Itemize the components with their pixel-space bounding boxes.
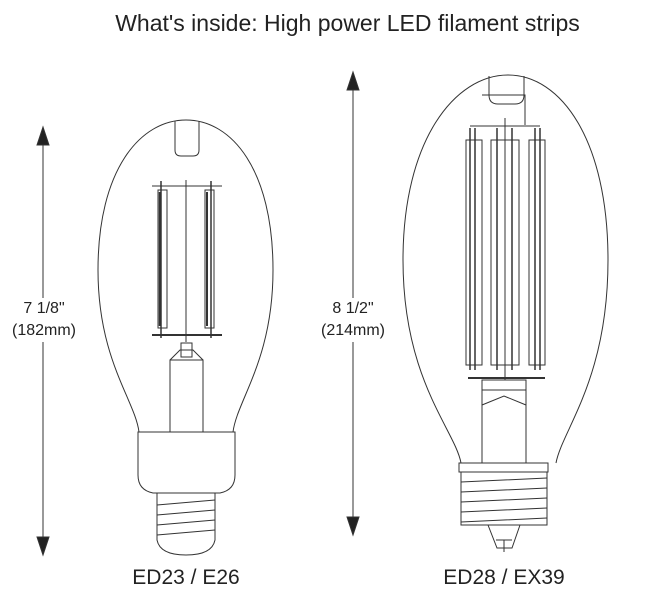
height-mm: (214mm) xyxy=(320,322,385,339)
page-title: What's inside: High power LED filament s… xyxy=(115,10,580,36)
dimension-label-small: 7 1/8" (182mm) xyxy=(3,298,85,342)
height-mm: (182mm) xyxy=(11,322,76,339)
model-label-ed23: ED23 / E26 xyxy=(132,566,240,589)
bulb-ed28 xyxy=(402,74,609,552)
height-inches: 8 1/2" xyxy=(332,300,374,317)
dimension-label-large: 8 1/2" (214mm) xyxy=(312,298,394,342)
height-inches: 7 1/8" xyxy=(23,300,65,317)
bulb-ed23 xyxy=(97,119,274,556)
model-label-ed28: ED28 / EX39 xyxy=(443,566,565,589)
